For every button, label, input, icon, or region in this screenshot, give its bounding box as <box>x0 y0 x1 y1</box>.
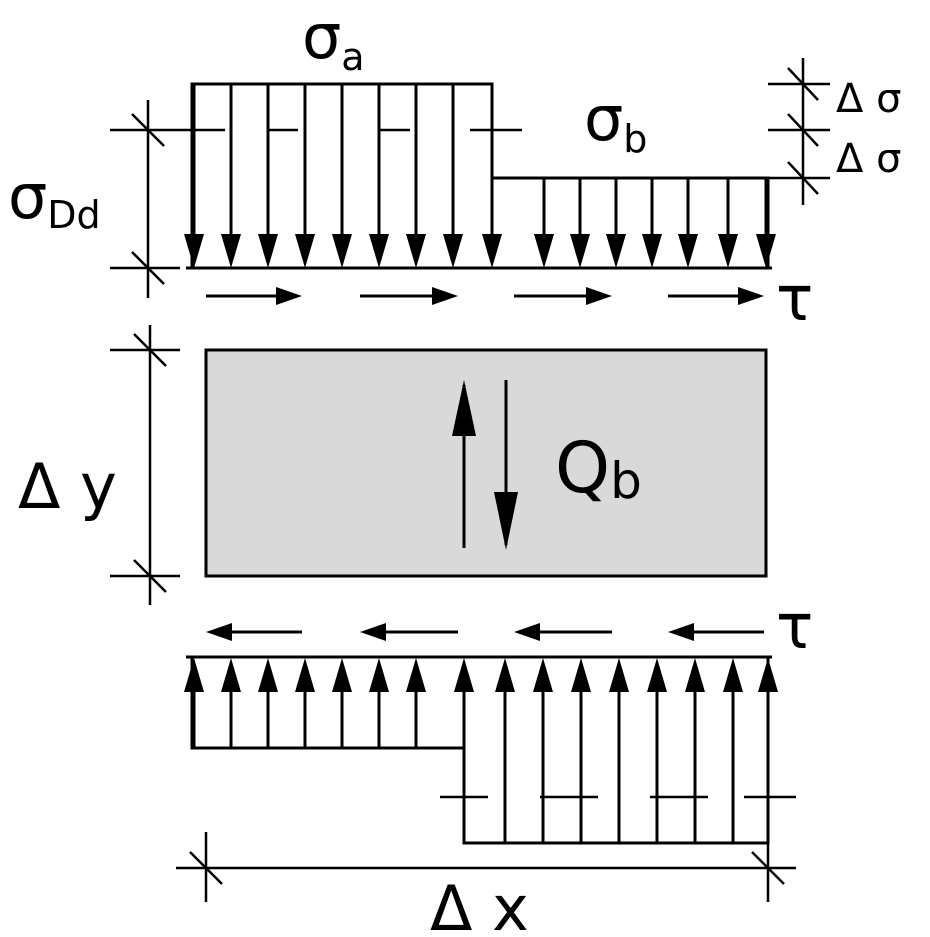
element-block <box>204 348 768 578</box>
tau-top-arrow <box>206 287 302 305</box>
top-stress-arrow <box>718 178 738 268</box>
tau-top-arrows <box>206 287 764 305</box>
top-stress-arrow <box>369 84 389 268</box>
top-stress-arrow <box>184 84 204 268</box>
tau-bottom-arrows <box>206 623 764 641</box>
bottom-stress-arrow <box>723 658 743 843</box>
top-stress-arrow <box>570 178 590 268</box>
top-stress-arrow <box>606 178 626 268</box>
top-stress-arrow <box>678 178 698 268</box>
delta-sigma-top-label: Δ σ <box>836 76 901 122</box>
delta-x-label: Δ x <box>430 872 529 937</box>
bottom-stress-arrow <box>533 658 553 843</box>
shear-force-arrows <box>452 380 518 550</box>
tau-top-arrow <box>360 287 458 305</box>
tau-top-label: τ <box>776 262 813 335</box>
bottom-stress-arrow <box>685 658 705 843</box>
bottom-stress-arrow <box>258 658 278 748</box>
bottom-stress-outline <box>190 657 770 845</box>
delta-y-dimension <box>110 325 180 605</box>
bottom-stress-arrow <box>571 658 591 843</box>
sigma-b-label: σb <box>584 82 647 161</box>
bottom-stress-arrow <box>406 658 426 748</box>
tau-bottom-arrow <box>514 623 612 641</box>
top-stress-arrow <box>482 84 502 268</box>
delta-sigma-dimension <box>768 58 830 205</box>
top-stress-arrow <box>258 84 278 268</box>
top-stress-arrow <box>443 84 463 268</box>
bottom-stress-arrow <box>332 658 352 748</box>
bottom-stress-arrow <box>758 658 778 843</box>
sigma-dd-label: σDd <box>8 160 101 237</box>
top-stress-arrows <box>184 84 776 268</box>
bottom-stress-arrow <box>369 658 389 748</box>
q-b-label: Qb <box>555 427 642 510</box>
bottom-stress-arrow <box>609 658 629 843</box>
tau-bottom-arrow <box>668 623 764 641</box>
top-stress-arrow <box>332 84 352 268</box>
delta-x-dimension <box>176 832 796 902</box>
tau-bottom-arrow <box>360 623 458 641</box>
tau-top-arrow <box>514 287 612 305</box>
bottom-stress-arrow <box>295 658 315 748</box>
bottom-stress-arrow <box>184 658 204 748</box>
bottom-stress-arrow <box>647 658 667 843</box>
tau-top-arrow <box>668 287 764 305</box>
top-stress-arrow <box>642 178 662 268</box>
bottom-stress-arrow <box>495 658 515 843</box>
sigma-dd-dimension <box>110 100 180 298</box>
top-stress-arrow <box>756 178 776 268</box>
bottom-stress-arrow <box>221 658 241 748</box>
bottom-stress-arrows <box>184 658 778 843</box>
top-stress-arrow <box>221 84 241 268</box>
delta-y-label: Δ y <box>18 450 117 523</box>
top-stress-arrow <box>295 84 315 268</box>
tau-bottom-label: τ <box>776 590 813 663</box>
bottom-stress-arrow <box>454 658 474 843</box>
tau-bottom-arrow <box>206 623 302 641</box>
sigma-a-label: σa <box>302 0 365 79</box>
delta-sigma-bottom-label: Δ σ <box>836 136 901 182</box>
top-stress-arrow <box>534 178 554 268</box>
top-stress-arrow <box>406 84 426 268</box>
